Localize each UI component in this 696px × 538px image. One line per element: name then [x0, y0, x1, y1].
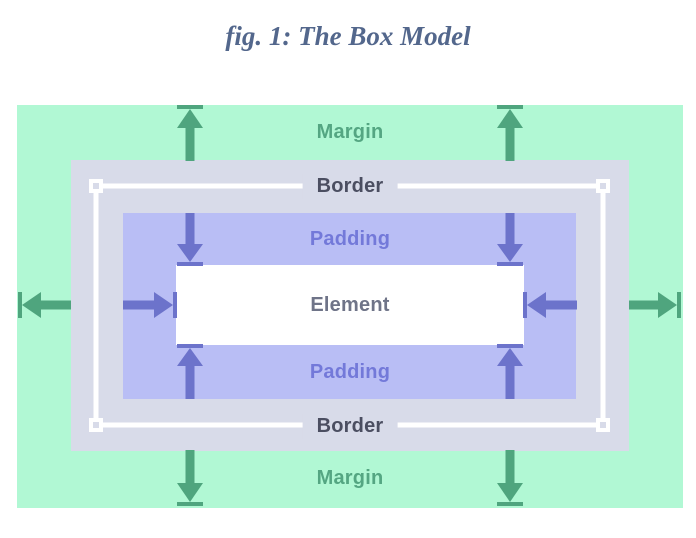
border-label-bottom: Border [302, 414, 398, 439]
margin-label-top: Margin [316, 121, 384, 143]
margin-label-bottom: Margin [316, 467, 384, 489]
padding-label-bottom: Padding [309, 361, 391, 383]
figure-title: fig. 1: The Box Model [225, 21, 471, 51]
padding-label-top: Padding [309, 228, 391, 250]
element-box: Element [176, 265, 524, 345]
element-label: Element [310, 293, 390, 316]
border-label-top: Border [302, 174, 398, 199]
